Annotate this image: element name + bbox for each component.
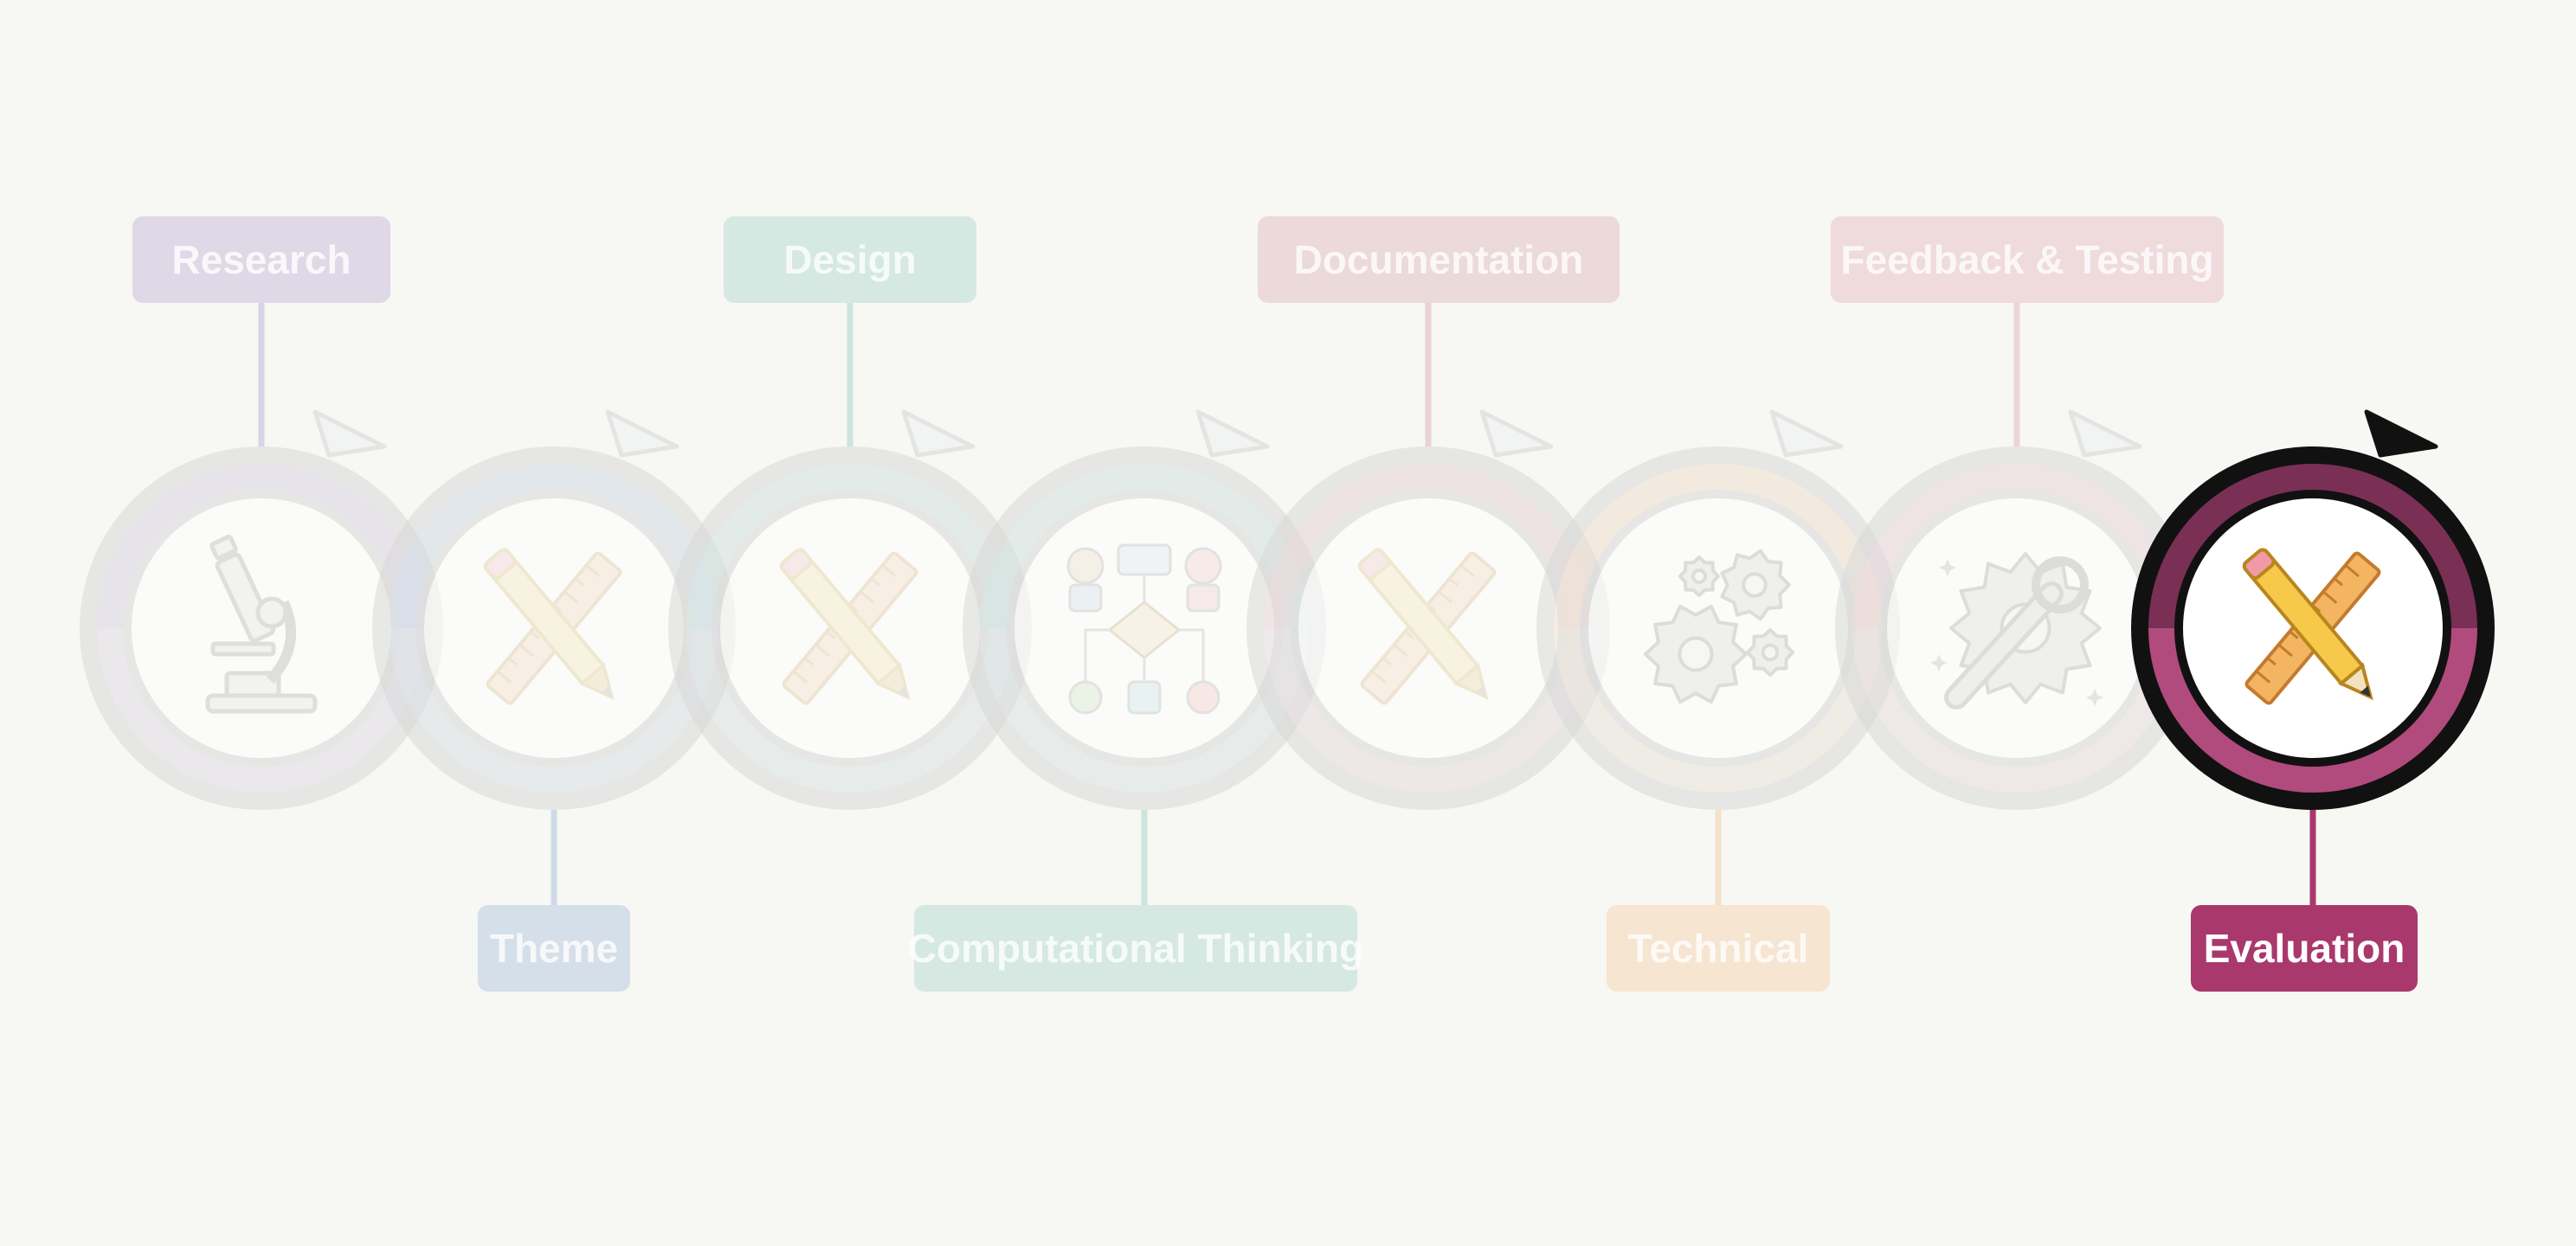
stage-label-text: Feedback & Testing (1840, 237, 2213, 282)
stage-label-text: Design (783, 237, 916, 282)
stage-node-design[interactable] (668, 409, 1032, 810)
microscope-icon (205, 534, 318, 714)
stage-label-evaluation[interactable]: Evaluation (2191, 905, 2418, 992)
stage-label-research[interactable]: Research (132, 216, 390, 303)
wrench-gear-icon (1930, 552, 2103, 710)
ring-center (1588, 498, 1848, 758)
stage-label-feedback-and-testing[interactable]: Feedback & Testing (1831, 216, 2224, 303)
stage-label-box (914, 905, 1357, 992)
direction-arrow-icon (1769, 409, 1844, 458)
stage-label-text: Computational Thinking (908, 926, 1363, 971)
stage-label-box (478, 905, 630, 992)
stage-node-research[interactable] (80, 409, 443, 810)
stage-label-box (2191, 905, 2418, 992)
ring-center (132, 498, 391, 758)
ring-center (1887, 498, 2147, 758)
flowchart-icon (1066, 543, 1222, 715)
ruler-pencil-icon (483, 548, 622, 705)
stage-label-box (132, 216, 390, 303)
ruler-pencil-icon (779, 548, 918, 705)
direction-arrow-icon (312, 409, 387, 458)
ruler-pencil-icon (2242, 548, 2381, 705)
stage-node-technical[interactable] (1536, 409, 1900, 810)
ring-center (720, 498, 980, 758)
direction-arrow-icon (2068, 409, 2142, 458)
stage-label-computational-thinking[interactable]: Computational Thinking (908, 905, 1363, 992)
stage-label-design[interactable]: Design (724, 216, 976, 303)
stage-node-evaluation[interactable] (2131, 409, 2495, 810)
direction-arrow-icon (2364, 409, 2438, 458)
stage-node-computational-thinking[interactable] (963, 409, 1326, 810)
stage-label-text: Documentation (1294, 237, 1584, 282)
direction-arrow-icon (1195, 409, 1270, 458)
ring-center (1014, 498, 1274, 758)
ring-center (1298, 498, 1558, 758)
stage-node-documentation[interactable] (1246, 409, 1610, 810)
stage-node-theme[interactable] (372, 409, 736, 810)
stage-label-box (1258, 216, 1620, 303)
stage-label-text: Technical (1628, 926, 1809, 971)
stage-label-theme[interactable]: Theme (478, 905, 630, 992)
stage-label-text: Theme (490, 926, 618, 971)
direction-arrow-icon (901, 409, 976, 458)
direction-arrow-icon (1479, 409, 1554, 458)
stage-label-box (724, 216, 976, 303)
stage-label-documentation[interactable]: Documentation (1258, 216, 1620, 303)
ruler-pencil-icon (1357, 548, 1497, 705)
stage-label-box (1607, 905, 1830, 992)
stage-label-text: Research (171, 237, 351, 282)
direction-arrow-icon (605, 409, 679, 458)
gears-icon (1644, 549, 1794, 704)
ring-center (424, 498, 684, 758)
stage-node-feedback-and-testing[interactable] (1835, 409, 2199, 810)
stage-label-box (1831, 216, 2224, 303)
stage-label-technical[interactable]: Technical (1607, 905, 1830, 992)
stage-label-text: Evaluation (2204, 926, 2405, 971)
